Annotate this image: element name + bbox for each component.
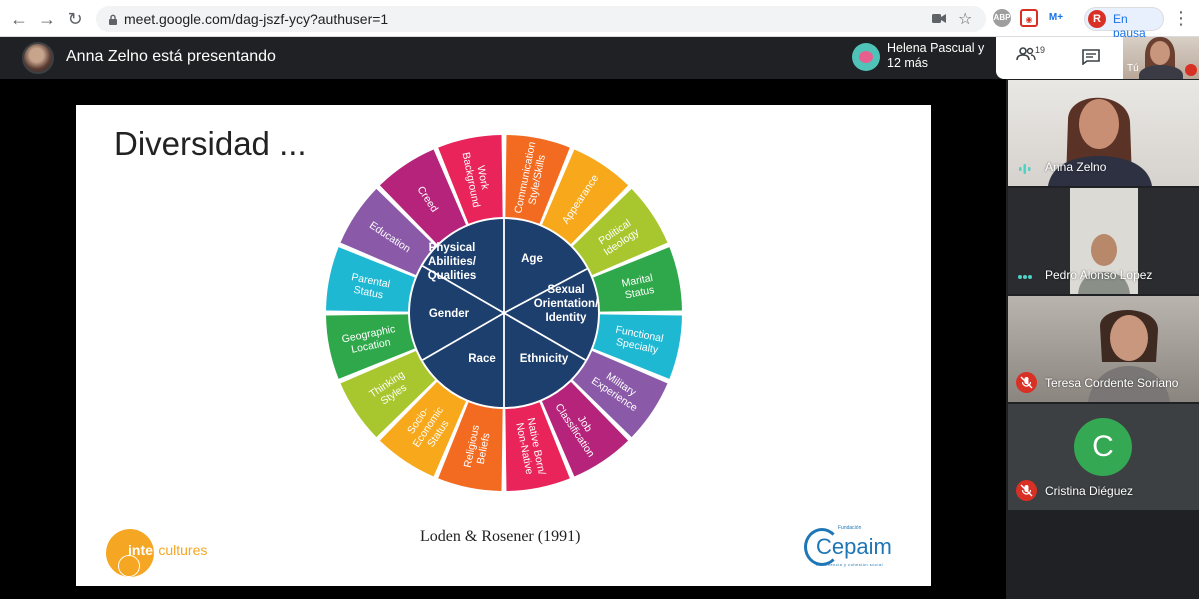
wheel-outer-segment [541, 381, 629, 477]
cepaim-sub-text: convivencia y cohesión social [816, 562, 883, 567]
logo-text-part2: cultures [158, 542, 208, 558]
muted-mic-icon [1016, 372, 1037, 393]
participant-name: Anna Zelno [1045, 160, 1107, 174]
presentation-area: Diversidad ... CommunicationStyle/Skills… [0, 79, 1006, 599]
movistar-extension-icon[interactable]: M+ [1047, 9, 1065, 27]
recent-participant-notice[interactable]: Helena Pascual y 12 más [845, 37, 995, 79]
presentation-slide: Diversidad ... CommunicationStyle/Skills… [76, 105, 931, 586]
muted-mic-icon [1016, 480, 1037, 501]
participant-tile[interactable]: C Cristina Diéguez [1008, 404, 1199, 510]
wheel-outer-segment [505, 135, 570, 224]
speaking-indicator-icon [1019, 164, 1031, 174]
cepaim-logo: Fundación Cepaim convivencia y cohesión … [804, 525, 904, 573]
url-text: meet.google.com/dag-jszf-ycy?authuser=1 [124, 11, 389, 27]
wheel-outer-segment [572, 188, 668, 276]
wheel-outer-segment [340, 350, 436, 438]
participant-name: Pedro Alonso Lopez [1045, 268, 1153, 282]
participant-tile[interactable]: Pedro Alonso Lopez [1008, 188, 1199, 294]
meeting-actions-panel: 19 [996, 37, 1123, 79]
profile-status-label: En pausa [1113, 12, 1146, 40]
wheel-outer-label: MaritalStatus [621, 272, 657, 302]
camera-icon[interactable] [932, 13, 946, 24]
participant-video [1048, 97, 1152, 186]
logo-text-part1: inter [128, 542, 159, 558]
wheel-outer-segment [326, 247, 415, 312]
wheel-outer-segment [438, 135, 503, 224]
cepaim-name-text: Cepaim [816, 534, 892, 559]
meeting-header: Anna Zelno está presentando Helena Pascu… [0, 37, 1199, 79]
participants-panel: Anna Zelno Pedro Alonso Lopez Teresa Cor… [1006, 79, 1199, 599]
wheel-inner-divider [503, 268, 588, 314]
wheel-outer-segment [572, 350, 668, 438]
wheel-outer-label: ParentalStatus [348, 271, 391, 302]
muted-mic-icon [1185, 64, 1197, 76]
adblock-icon[interactable]: ABP [993, 9, 1011, 27]
wheel-outer-segment [379, 381, 467, 477]
participant-name: Teresa Cordente Soriano [1045, 376, 1179, 390]
people-count: 19 [1035, 45, 1046, 55]
chat-icon[interactable] [1082, 49, 1100, 65]
more-menu-icon[interactable]: ⋮ [1172, 8, 1190, 28]
self-label: Tú [1127, 63, 1139, 74]
lock-icon [109, 14, 117, 25]
wheel-outer-segment [593, 314, 682, 379]
participant-video [1070, 188, 1138, 294]
intercultures-logo-ring [118, 555, 140, 577]
presenter-avatar [22, 42, 54, 74]
cepaim-logo-arc [804, 528, 840, 566]
wheel-outer-segment [379, 149, 467, 245]
wheel-inner-label: Ethnicity [520, 353, 569, 365]
participant-tile[interactable]: Anna Zelno [1008, 80, 1199, 186]
back-arrow-icon[interactable]: ← [10, 9, 28, 29]
wheel-outer-segment [541, 149, 629, 245]
participant-avatar [852, 43, 880, 71]
participant-avatar: C [1074, 418, 1132, 476]
recent-participant-label: Helena Pascual y 12 más [887, 41, 987, 71]
wheel-outer-segment [340, 188, 436, 276]
wheel-outer-segment [593, 247, 682, 312]
cepaim-fund-text: Fundación [838, 525, 862, 531]
shield-extension-icon[interactable]: ◉ [1020, 9, 1038, 27]
wheel-outer-segment [438, 402, 503, 491]
people-icon[interactable] [1016, 47, 1036, 61]
slide-citation: Loden & Rosener (1991) [420, 528, 581, 545]
browser-toolbar: ← → ↻ meet.google.com/dag-jszf-ycy?authu… [0, 0, 1199, 40]
wheel-inner-divider [503, 312, 586, 361]
presenter-title: Anna Zelno está presentando [66, 48, 276, 65]
wheel-inner-label: Age [521, 253, 543, 265]
reload-icon[interactable]: ↻ [67, 9, 83, 29]
participant-tile[interactable]: Teresa Cordente Soriano [1008, 296, 1199, 402]
wheel-inner-divider [422, 265, 505, 314]
wheel-outer-segment [505, 402, 570, 491]
audio-dots-icon [1018, 275, 1032, 279]
participant-video [1088, 309, 1170, 402]
forward-arrow-icon[interactable]: → [38, 9, 56, 29]
wheel-outer-segment [326, 314, 415, 379]
slide-title: Diversidad ... [114, 125, 307, 162]
wheel-inner-label: Gender [429, 308, 470, 320]
wheel-inner-label: Race [468, 353, 496, 365]
profile-button[interactable]: R En pausa [1084, 7, 1164, 40]
profile-avatar: R [1088, 10, 1106, 28]
address-bar[interactable]: meet.google.com/dag-jszf-ycy?authuser=1 … [96, 6, 986, 32]
recent-participant-text: Helena Pascual y 12 más [887, 41, 985, 70]
participant-name: Cristina Diéguez [1045, 484, 1134, 498]
star-icon[interactable]: ☆ [958, 11, 973, 28]
wheel-inner-divider [422, 312, 505, 361]
intercultures-logo-text: intercultures [128, 542, 207, 558]
self-video-body [1139, 65, 1183, 79]
self-video-face [1150, 41, 1170, 65]
self-video-tile[interactable]: Tú [1123, 37, 1199, 79]
